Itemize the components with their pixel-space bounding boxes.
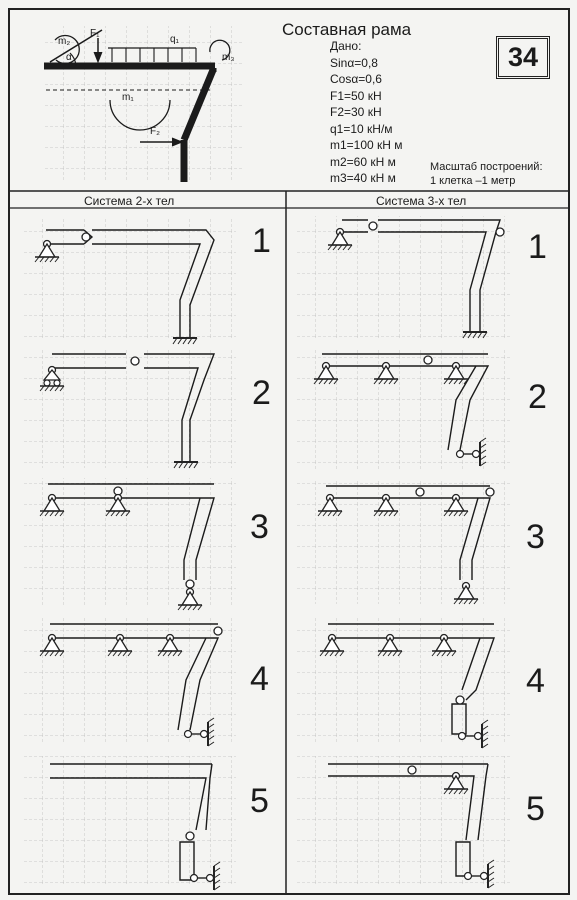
page-title: Составная рама [282,20,412,39]
label-f2: F₂ [150,126,160,137]
scheme-2b-3 [22,478,236,611]
given-label: Дано: [330,39,362,53]
given-f1: F1=50 кН [330,88,382,103]
scheme-2b-1 [22,218,236,345]
scale-value: 1 клетка –1 метр [430,175,516,187]
scheme-2b-4 [22,616,236,747]
scheme-number: 5 [526,790,545,828]
label-f1: F₁ [90,28,100,39]
scheme-number: 4 [250,660,269,698]
given-m3: m3=40 кН м [330,171,396,185]
load-scheme [44,26,244,182]
scheme-number: 3 [526,518,545,556]
scheme-3b-1 [296,216,510,340]
scheme-3b-4 [296,616,510,749]
scale-label: Масштаб построений: [430,161,543,173]
scheme-number: 1 [528,228,547,266]
scheme-3b-2 [296,348,510,470]
variant-number: 34 [496,36,550,79]
scheme-number: 1 [252,222,271,260]
schemes-two-bodies [22,218,236,891]
given-cos: Cosα=0,6 [330,72,382,86]
scheme-3b-5 [296,756,510,889]
scheme-number: 2 [252,374,271,412]
label-m1: m₁ [122,92,134,103]
scheme-number: 5 [250,782,269,820]
column-title-three-bodies: Система 3-х тел [376,194,467,208]
scheme-3b-3 [296,480,510,605]
outer-border [8,8,570,895]
given-m2: m2=60 кН м [330,154,396,169]
given-m1: m1=100 кН м [330,138,403,152]
scheme-2b-2 [22,348,236,469]
scheme-number: 4 [526,662,545,700]
column-title-two-bodies: Система 2-х тел [84,194,175,208]
scheme-number: 3 [250,508,269,546]
label-q1: q₁ [170,34,179,45]
label-m3: m₃ [222,52,235,63]
given-f2: F2=30 кН [330,105,382,119]
label-alpha: α [66,52,72,63]
schemes-three-bodies [296,216,510,889]
scale-note: Масштаб построений: 1 клетка –1 метр [430,160,543,188]
scheme-2b-5 [22,756,236,891]
given-sin: Sinα=0,8 [330,55,378,70]
given-block: Дано: Sinα=0,8 Cosα=0,6 F1=50 кН F2=30 к… [330,38,403,187]
given-q1: q1=10 кН/м [330,121,393,136]
label-m2: m₂ [58,36,71,47]
scheme-number: 2 [528,378,547,416]
